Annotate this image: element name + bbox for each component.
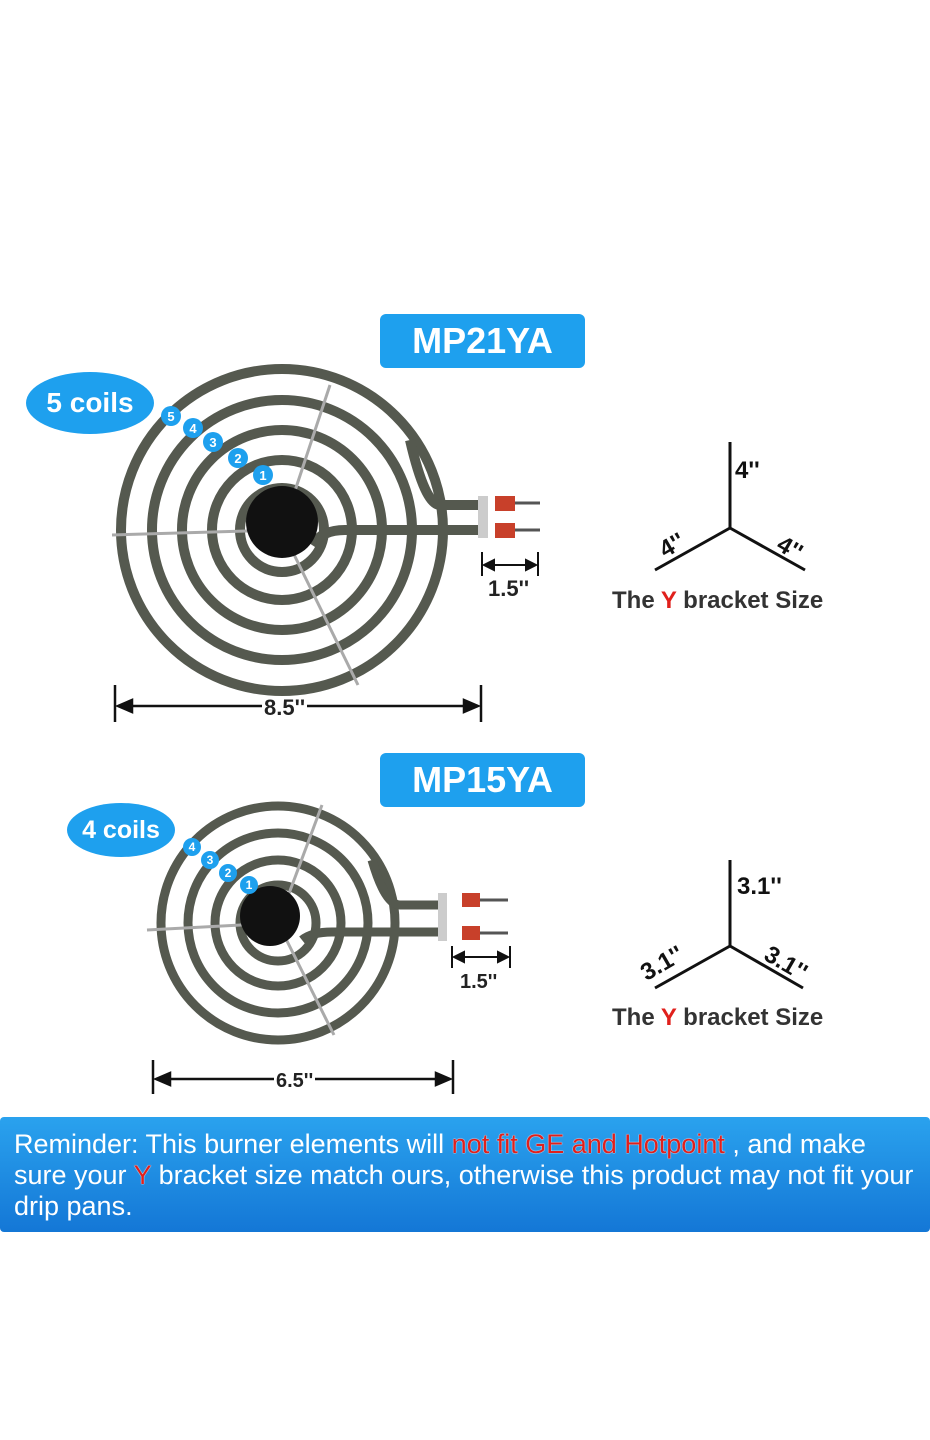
coil-count-badge: 5 coils <box>26 372 154 434</box>
model-badge-mp15ya: MP15YA <box>380 753 585 807</box>
y-bracket-top-label: 4'' <box>735 457 760 484</box>
width-dimension-label: 6.5'' <box>274 1069 316 1093</box>
coil-number-badge: 2 <box>219 864 237 882</box>
y-bracket-caption: The Y bracket Size <box>612 1004 824 1031</box>
y-bracket-caption: The Y bracket Size <box>612 587 824 614</box>
terminal-dimension-label: 1.5'' <box>458 970 500 994</box>
coil-number-badge: 5 <box>161 406 181 426</box>
model-badge-mp21ya: MP21YA <box>380 314 585 368</box>
coil-number-badge: 2 <box>228 448 248 468</box>
model-label: MP21YA <box>412 320 553 361</box>
model-label: MP15YA <box>412 759 553 800</box>
reminder-banner: Reminder: This burner elements will not … <box>0 1117 930 1232</box>
reminder-warning: not fit GE and Hotpoint <box>451 1129 725 1159</box>
coil-number-badge: 3 <box>201 851 219 869</box>
y-bracket-top-label: 3.1'' <box>737 873 782 900</box>
reminder-text: Reminder: This burner elements will <box>14 1129 452 1159</box>
width-dimension-label: 8.5'' <box>262 695 308 720</box>
coil-number-badge: 4 <box>183 838 201 856</box>
coil-count-label: 4 coils <box>82 815 160 844</box>
coil-number-badge: 4 <box>183 418 203 438</box>
terminal-dimension-label: 1.5'' <box>486 576 532 601</box>
coil-number-badge: 3 <box>203 432 223 452</box>
coil-number-badge: 1 <box>240 876 258 894</box>
coil-count-badge: 4 coils <box>67 803 175 857</box>
coil-number-badge: 1 <box>253 465 273 485</box>
coil-count-label: 5 coils <box>46 387 134 418</box>
